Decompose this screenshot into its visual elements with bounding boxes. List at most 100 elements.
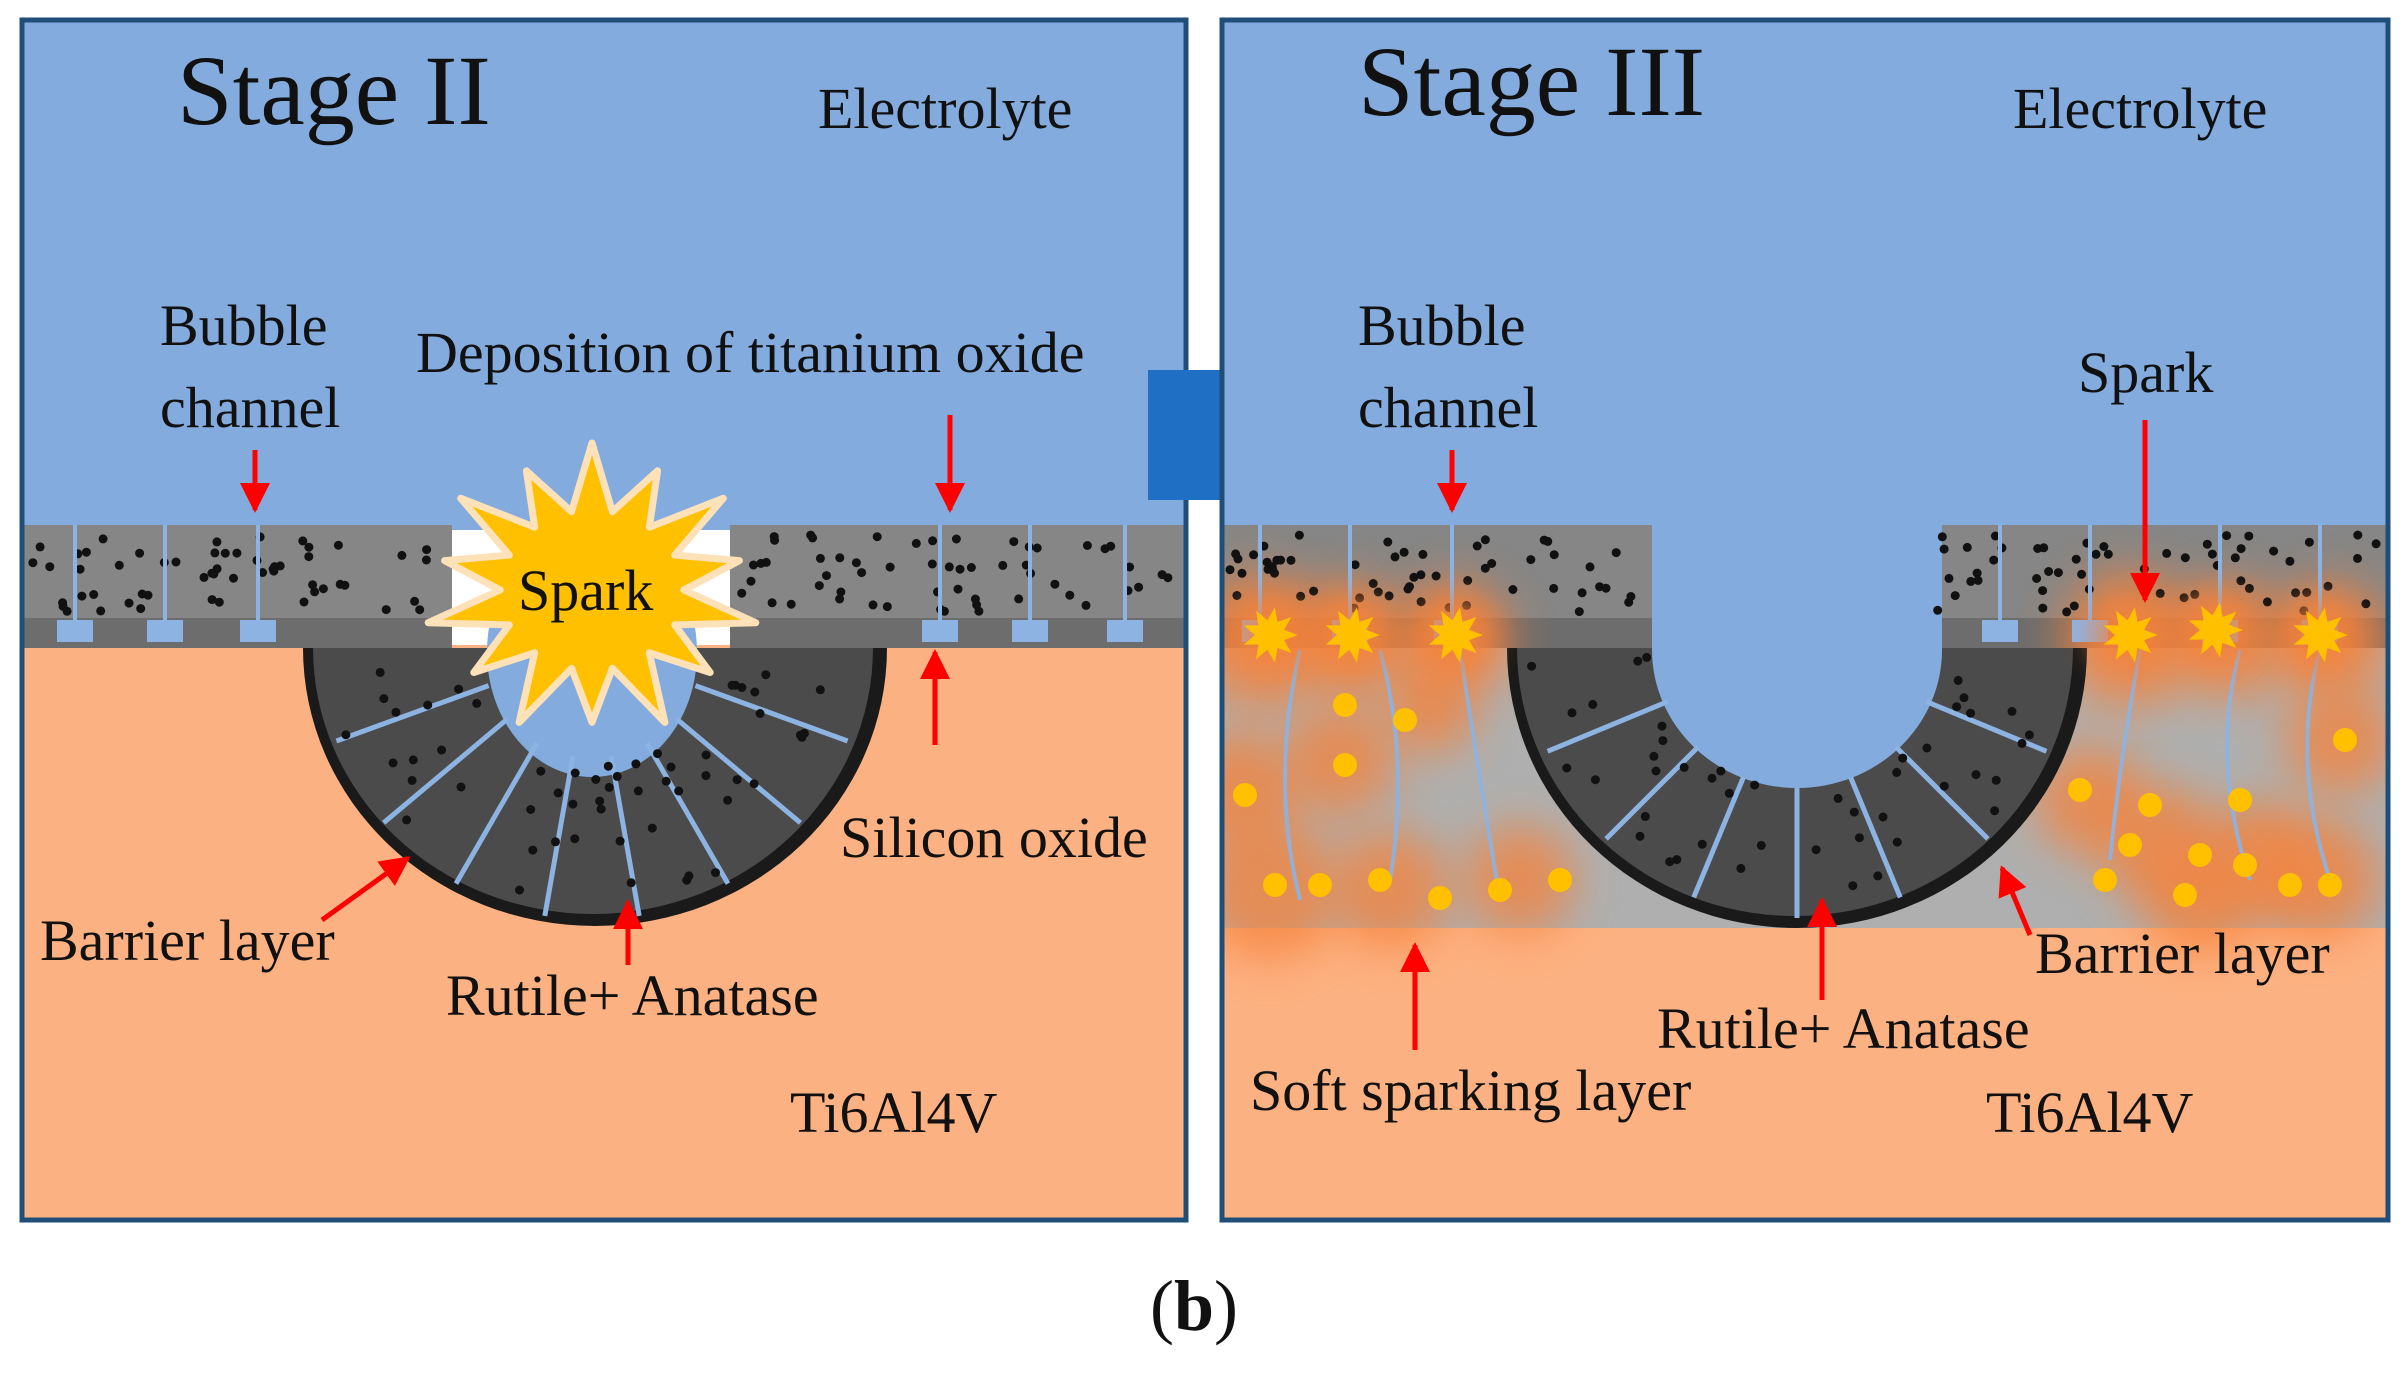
pore-dot	[1959, 693, 1969, 703]
pore-dot	[998, 560, 1008, 570]
pore-dot	[1657, 721, 1667, 731]
pore-dot	[1065, 590, 1075, 600]
pore-dot	[171, 557, 181, 567]
pore-dot	[1416, 570, 1426, 580]
pore-dot	[953, 584, 963, 594]
pore-dot	[2017, 738, 2027, 748]
pore-dot	[1939, 781, 1949, 791]
pore-dot	[2039, 543, 2049, 553]
pore-dot	[1577, 588, 1587, 598]
pore-dot	[515, 885, 524, 895]
pore-dot	[1601, 583, 1611, 593]
stage-iii-frame	[1219, 17, 2391, 1223]
pore-dot	[1100, 544, 1110, 554]
bubble-channel-label-line2: channel	[1358, 375, 1538, 440]
pore-dot	[1562, 763, 1572, 773]
pore-base	[922, 620, 958, 642]
pore-dot	[2155, 588, 2165, 598]
pore-dot	[335, 579, 345, 589]
pore-dot	[310, 587, 320, 597]
spark-droplet	[1428, 886, 1452, 910]
pore-dot	[1972, 568, 1982, 578]
pore-dot	[2202, 539, 2212, 549]
pore-dot	[304, 552, 314, 562]
pore-dot	[2071, 554, 2081, 564]
pore-dot	[2244, 583, 2254, 593]
glow-blob	[1385, 665, 1475, 755]
pore-dot	[1480, 535, 1490, 545]
pore-dot	[1679, 762, 1689, 772]
discharge-branch	[2305, 649, 2332, 881]
electrolyte-label: Electrolyte	[2013, 76, 2267, 141]
pore-dot	[1134, 582, 1144, 592]
spark-droplets	[1233, 693, 2357, 910]
micro-spark	[2188, 602, 2243, 658]
pore-dot	[749, 779, 759, 789]
pore-dot	[1640, 811, 1650, 821]
pointer-arrows	[240, 415, 965, 965]
pore-dot	[1157, 570, 1167, 580]
pore-dot	[2024, 730, 2034, 740]
figure-caption: (b)	[1150, 1266, 1238, 1346]
pore-dot	[674, 786, 684, 796]
pore-dot	[570, 768, 580, 778]
pore-dot	[308, 580, 318, 590]
pore-dot	[591, 775, 601, 784]
spark-droplet	[2228, 788, 2252, 812]
pore-dot	[1716, 766, 1726, 776]
pore-dot	[767, 598, 777, 608]
spark-starburst	[424, 439, 760, 726]
discharge-branch	[1458, 649, 1502, 901]
stage-iii-panel	[1222, 20, 2388, 1220]
pore-dot	[526, 805, 536, 814]
pore-dot	[1736, 863, 1746, 873]
pore-dot	[415, 605, 425, 615]
pore-dot	[1952, 702, 1962, 712]
pore-dot	[2038, 586, 2048, 596]
pore-dot	[114, 560, 124, 570]
pore-dot	[872, 532, 882, 542]
pore-dot	[45, 562, 55, 572]
pore-dot	[536, 766, 546, 776]
pore-dot	[2285, 556, 2295, 566]
pore-dot	[951, 534, 961, 544]
pore-dot	[1014, 594, 1024, 604]
barrier-layer-label: Barrier layer	[40, 908, 335, 973]
discharge-branch	[1378, 649, 1400, 881]
pore-dot	[402, 815, 412, 825]
pore-dot	[2099, 542, 2109, 551]
pore-dot	[1991, 775, 2001, 785]
bowl-channel	[381, 716, 510, 825]
micro-spark	[1428, 607, 1483, 663]
pore-dot	[1811, 845, 1821, 855]
pore-dot	[2062, 607, 2072, 617]
pore-dot	[89, 590, 99, 599]
pore-dot	[595, 796, 605, 806]
pore-dot	[1286, 555, 1296, 565]
pore-dot	[220, 548, 230, 558]
pore-dot	[379, 694, 389, 704]
pore-dot	[2269, 546, 2279, 556]
pore-dot	[1944, 573, 1954, 583]
pore-dot	[1526, 555, 1536, 565]
pore-dot	[684, 871, 694, 881]
pore-dot	[210, 548, 220, 558]
spark-droplet	[2278, 873, 2302, 897]
bowl-channel	[542, 755, 576, 917]
pore-dot	[1873, 871, 1883, 881]
pore-dot	[1508, 585, 1518, 594]
spark-droplet	[1368, 868, 1392, 892]
pore-dot	[1574, 607, 1584, 617]
pore-dot	[596, 804, 606, 814]
pore-dot	[974, 606, 984, 616]
pore-dot	[275, 561, 285, 571]
pore-dot	[333, 540, 343, 550]
pore-dot	[701, 750, 711, 760]
pore-dot	[2361, 599, 2371, 609]
micro-spark	[1243, 607, 1298, 663]
bowl-channel	[1691, 776, 1746, 899]
pore-dot	[1272, 555, 1282, 565]
pore-dot	[1971, 770, 1981, 780]
pore-dot	[761, 670, 771, 680]
bowl-channel	[608, 755, 642, 917]
